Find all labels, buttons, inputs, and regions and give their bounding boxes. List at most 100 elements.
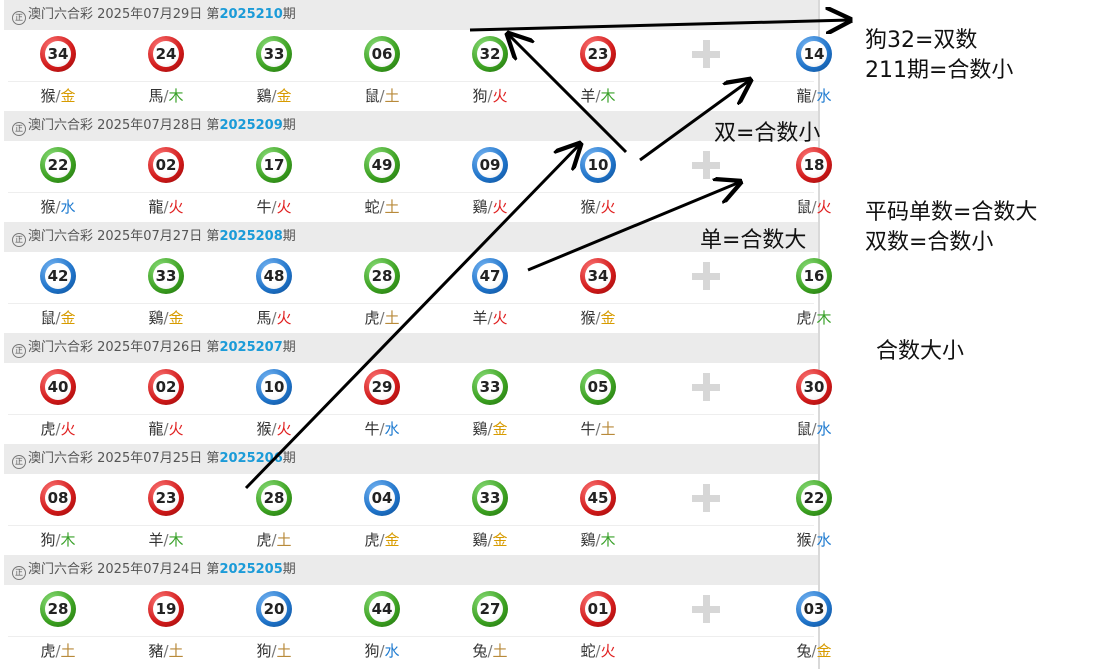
plus-cell xyxy=(652,141,760,221)
zodiac-label: 鼠 xyxy=(796,198,812,216)
ball-attributes: 鷄/火 xyxy=(436,197,544,217)
ball-attributes: 鷄/金 xyxy=(436,419,544,439)
plus-icon xyxy=(692,151,720,179)
element-label: 水 xyxy=(816,420,832,438)
ball-number: 40 xyxy=(47,378,69,396)
lottery-ball: 04 xyxy=(364,480,400,516)
element-label: 火 xyxy=(276,309,292,327)
element-label: 土 xyxy=(384,309,400,327)
element-label: 火 xyxy=(168,198,184,216)
lottery-ball: 14 xyxy=(796,36,832,72)
element-label: 金 xyxy=(384,531,400,549)
zodiac-label: 虎 xyxy=(364,309,380,327)
separator: / xyxy=(379,531,385,549)
draw-header: 正澳门六合彩 2025年07月24日 第2025205期 xyxy=(4,555,818,585)
ball-number: 01 xyxy=(587,600,609,618)
zodiac-label: 鼠 xyxy=(40,309,56,327)
zodiac-label: 猴 xyxy=(256,420,272,438)
zodiac-label: 虎 xyxy=(40,420,56,438)
regular-ball-cell: 33 鷄/金 xyxy=(436,363,544,443)
lottery-ball: 19 xyxy=(148,591,184,627)
lottery-ball: 44 xyxy=(364,591,400,627)
official-seal-icon: 正 xyxy=(12,566,26,580)
element-label: 木 xyxy=(600,87,616,105)
zodiac-label: 兔 xyxy=(796,642,812,660)
draw-header: 正澳门六合彩 2025年07月27日 第2025208期 xyxy=(4,222,818,252)
ball-number: 33 xyxy=(479,378,501,396)
ball-attributes: 鼠/土 xyxy=(328,86,436,106)
separator: / xyxy=(271,531,277,549)
zodiac-label: 鼠 xyxy=(364,87,380,105)
ball-number: 18 xyxy=(803,156,825,174)
lottery-ball: 49 xyxy=(364,147,400,183)
ball-number: 33 xyxy=(263,45,285,63)
official-seal-icon: 正 xyxy=(12,344,26,358)
ball-attributes: 虎/金 xyxy=(328,530,436,550)
draw-date-text: 澳门六合彩 2025年07月27日 第 xyxy=(28,229,220,244)
official-seal-icon: 正 xyxy=(12,233,26,247)
lottery-ball: 34 xyxy=(580,258,616,294)
lottery-ball: 30 xyxy=(796,369,832,405)
zodiac-label: 鷄 xyxy=(472,531,488,549)
lottery-ball: 42 xyxy=(40,258,76,294)
issue-number: 2025209 xyxy=(219,118,283,133)
separator: / xyxy=(811,198,817,216)
separator: / xyxy=(271,642,277,660)
ball-number: 28 xyxy=(47,600,69,618)
separator: / xyxy=(595,309,601,327)
ball-number: 47 xyxy=(479,267,501,285)
separator: / xyxy=(487,87,493,105)
element-label: 火 xyxy=(492,87,508,105)
element-label: 金 xyxy=(816,642,832,660)
issue-suffix: 期 xyxy=(282,229,296,244)
ball-number: 27 xyxy=(479,600,501,618)
element-label: 火 xyxy=(816,198,832,216)
separator: / xyxy=(379,87,385,105)
plus-cell xyxy=(652,252,760,332)
element-label: 火 xyxy=(492,309,508,327)
element-label: 木 xyxy=(168,87,184,105)
element-label: 水 xyxy=(816,87,832,105)
ball-attributes: 牛/火 xyxy=(220,197,328,217)
zodiac-label: 牛 xyxy=(256,198,272,216)
regular-ball-cell: 04 虎/金 xyxy=(328,474,436,554)
plus-cell xyxy=(652,585,760,665)
separator: / xyxy=(811,531,817,549)
ball-number: 14 xyxy=(803,45,825,63)
ball-attributes: 羊/木 xyxy=(544,86,652,106)
separator: / xyxy=(163,642,169,660)
lottery-ball: 18 xyxy=(796,147,832,183)
element-label: 土 xyxy=(384,198,400,216)
ball-attributes: 兔/土 xyxy=(436,641,544,661)
official-seal-icon: 正 xyxy=(12,455,26,469)
ball-number: 10 xyxy=(587,156,609,174)
separator: / xyxy=(487,531,493,549)
ball-attributes: 狗/木 xyxy=(4,530,112,550)
lottery-ball: 02 xyxy=(148,147,184,183)
zodiac-label: 蛇 xyxy=(580,642,596,660)
plus-icon xyxy=(692,484,720,512)
ball-attributes: 猴/水 xyxy=(4,197,112,217)
note-dog32-even: 狗32=双数 211期=合数小 xyxy=(865,26,1013,86)
lottery-ball: 24 xyxy=(148,36,184,72)
element-label: 土 xyxy=(492,642,508,660)
note-odd-composite-large: 单=合数大 xyxy=(700,228,807,253)
ball-number: 24 xyxy=(155,45,177,63)
plus-icon xyxy=(692,40,720,68)
ball-number: 23 xyxy=(587,45,609,63)
ball-attributes: 羊/木 xyxy=(112,530,220,550)
zodiac-label: 虎 xyxy=(256,531,272,549)
ball-number: 48 xyxy=(263,267,285,285)
issue-number: 2025205 xyxy=(219,562,283,577)
lottery-ball: 28 xyxy=(256,480,292,516)
